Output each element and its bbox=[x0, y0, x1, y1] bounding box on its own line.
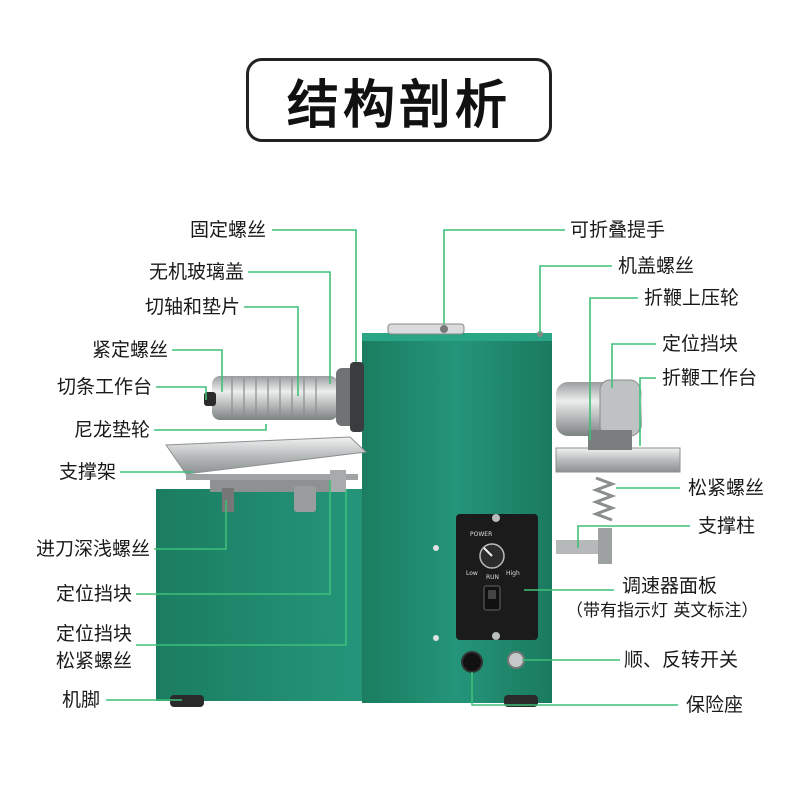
cutting-shaft bbox=[212, 376, 338, 420]
label-glass-cover: 无机玻璃盖 bbox=[148, 261, 244, 283]
label-fuse-seat: 保险座 bbox=[686, 694, 744, 716]
page-title: 结构剖析 bbox=[246, 58, 552, 142]
label-fold-table: 折鞭工作台 bbox=[662, 367, 758, 389]
folding-handle bbox=[387, 323, 465, 335]
panel-run-label: RUN bbox=[486, 574, 500, 581]
fold-table bbox=[555, 447, 681, 473]
label-tight-screw: 紧定螺丝 bbox=[91, 339, 168, 361]
machine-foot-left bbox=[170, 695, 204, 707]
panel-low-label: Low bbox=[466, 570, 478, 577]
fuse-seat[interactable] bbox=[461, 651, 483, 673]
leader-lines bbox=[106, 229, 690, 706]
label-strip-table: 切条工作台 bbox=[56, 376, 152, 398]
label-stop-block-2-line2: 松紧螺丝 bbox=[55, 650, 132, 672]
label-nylon-wheel: 尼龙垫轮 bbox=[73, 419, 150, 441]
label-switch: 顺、反转开关 bbox=[624, 649, 739, 671]
label-fixed-screw: 固定螺丝 bbox=[189, 219, 266, 241]
tension-spring bbox=[591, 476, 617, 522]
label-stop-block-right: 定位挡块 bbox=[662, 333, 739, 355]
label-stop-block-2-line1: 定位挡块 bbox=[55, 623, 132, 645]
label-loose-screw: 松紧螺丝 bbox=[688, 477, 765, 499]
speed-panel bbox=[456, 514, 538, 640]
label-support-frame: 支撑架 bbox=[58, 461, 116, 483]
label-feed-screw: 进刀深浅螺丝 bbox=[35, 538, 150, 560]
label-cover-screw: 机盖螺丝 bbox=[618, 255, 695, 277]
label-handle: 可折叠提手 bbox=[570, 219, 666, 241]
label-foot: 机脚 bbox=[61, 689, 100, 711]
label-speed-panel-line1: 调速器面板 bbox=[622, 575, 718, 597]
strip-table bbox=[165, 436, 368, 475]
direction-switch[interactable] bbox=[507, 651, 525, 669]
machine-foot-right bbox=[504, 695, 538, 707]
label-stop-block: 定位挡块 bbox=[55, 583, 132, 605]
label-speed-panel-line2: （带有指示灯 英文标注） bbox=[566, 601, 759, 621]
panel-power-label: POWER bbox=[470, 531, 493, 538]
feed-screw bbox=[222, 488, 234, 512]
label-upper-roller: 折鞭上压轮 bbox=[644, 287, 740, 309]
label-shaft-washer: 切轴和垫片 bbox=[144, 296, 240, 318]
label-support-post: 支撑柱 bbox=[698, 515, 756, 537]
panel-high-label: High bbox=[506, 570, 520, 577]
